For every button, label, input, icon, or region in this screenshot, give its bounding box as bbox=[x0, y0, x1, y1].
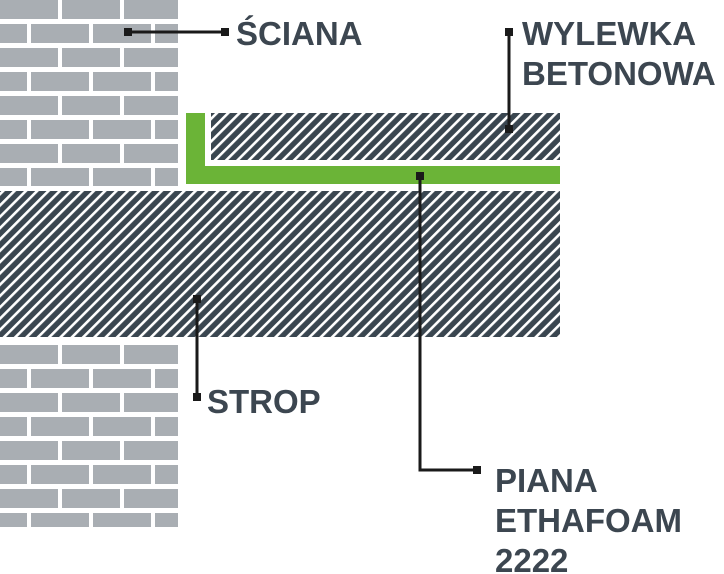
brick bbox=[0, 48, 58, 67]
brick bbox=[62, 96, 120, 115]
brick bbox=[31, 417, 89, 436]
brick bbox=[62, 144, 120, 163]
brick bbox=[62, 48, 120, 67]
wall-label: ŚCIANA bbox=[236, 15, 363, 52]
brick bbox=[93, 369, 151, 388]
brick bbox=[124, 96, 178, 115]
brick bbox=[155, 120, 178, 139]
foam-leader-end bbox=[473, 466, 481, 474]
wall-leader-dot bbox=[124, 28, 132, 36]
brick bbox=[0, 168, 27, 186]
foam-label-line3: 2222 bbox=[495, 542, 568, 574]
brick bbox=[93, 417, 151, 436]
brick bbox=[0, 144, 58, 163]
brick bbox=[0, 393, 58, 412]
foam-insulation bbox=[186, 113, 560, 184]
brick bbox=[0, 369, 27, 388]
brick bbox=[0, 24, 27, 43]
brick bbox=[93, 120, 151, 139]
screed-leader-dot bbox=[505, 28, 513, 36]
brick bbox=[62, 489, 120, 508]
brick bbox=[0, 72, 27, 91]
brick bbox=[62, 0, 120, 19]
concrete-slab bbox=[0, 191, 560, 337]
brick bbox=[31, 513, 89, 527]
brick bbox=[0, 0, 58, 19]
brick bbox=[31, 72, 89, 91]
brick bbox=[31, 465, 89, 484]
brick bbox=[0, 441, 58, 460]
brick bbox=[155, 369, 178, 388]
brick bbox=[124, 441, 178, 460]
brick bbox=[155, 465, 178, 484]
slab-leader-end bbox=[193, 393, 201, 401]
brick bbox=[0, 345, 58, 364]
brick bbox=[155, 72, 178, 91]
brick bbox=[31, 369, 89, 388]
brick bbox=[93, 465, 151, 484]
brick bbox=[93, 72, 151, 91]
brick bbox=[124, 345, 178, 364]
foam-label-line2: ETHAFOAM bbox=[495, 502, 682, 539]
concrete-screed bbox=[211, 113, 560, 160]
brick bbox=[0, 489, 58, 508]
brick bbox=[93, 513, 151, 527]
brick bbox=[0, 465, 27, 484]
foam-leader-line bbox=[418, 176, 477, 472]
brick bbox=[62, 393, 120, 412]
screed-label-line1: WYLEWKA bbox=[522, 15, 696, 52]
foam-leader-dot bbox=[416, 172, 424, 180]
brick bbox=[155, 168, 178, 186]
brick bbox=[124, 393, 178, 412]
brick bbox=[62, 441, 120, 460]
brick bbox=[124, 0, 178, 19]
brick bbox=[155, 417, 178, 436]
brick bbox=[124, 489, 178, 508]
brick bbox=[0, 96, 58, 115]
brick bbox=[31, 24, 89, 43]
lower-brick-wall bbox=[0, 345, 178, 527]
brick bbox=[93, 168, 151, 186]
brick bbox=[62, 345, 120, 364]
slab-label: STROP bbox=[207, 383, 321, 420]
brick bbox=[0, 417, 27, 436]
brick bbox=[124, 48, 178, 67]
foam-label-line1: PIANA bbox=[495, 462, 598, 499]
brick bbox=[155, 513, 178, 527]
brick bbox=[93, 24, 151, 43]
brick bbox=[124, 144, 178, 163]
slab-leader-dot bbox=[193, 295, 201, 303]
screed-leader-end bbox=[505, 125, 513, 133]
brick bbox=[0, 513, 27, 527]
screed-label-line2: BETONOWA bbox=[522, 55, 716, 92]
brick bbox=[31, 120, 89, 139]
wall-leader-end bbox=[221, 28, 229, 36]
brick bbox=[0, 120, 27, 139]
brick bbox=[31, 168, 89, 186]
upper-brick-wall bbox=[0, 0, 178, 186]
